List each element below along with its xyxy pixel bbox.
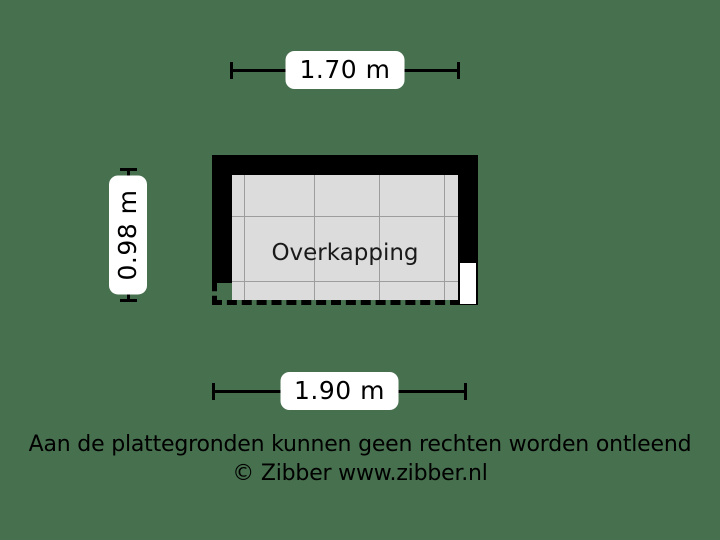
room-floor: Overkapping [232,175,458,300]
dimension-bottom-cap-left [212,383,215,400]
open-edge-bottom [212,300,460,305]
footer-copyright: © Zibber www.zibber.nl [232,461,488,486]
dimension-top-label: 1.70 m [285,51,405,89]
room-outline: Overkapping [212,155,478,305]
wall-top [212,155,478,175]
dimension-top-cap-left [230,62,233,79]
footer-disclaimer: Aan de plattegronden kunnen geen rechten… [28,432,692,457]
dimension-left-label: 0.98 m [109,175,147,295]
dimension-bottom: 1.90 m [212,372,467,410]
room-name-label: Overkapping [271,240,419,266]
dimension-top-cap-right [457,62,460,79]
grid-line-vertical [314,175,315,300]
dimension-bottom-cap-right [464,383,467,400]
grid-line-horizontal [232,281,458,282]
dimension-top: 1.70 m [230,51,460,89]
dimension-left-cap-bottom [120,299,137,302]
support-post-icon [459,262,477,305]
grid-line-vertical [244,175,245,300]
grid-line-horizontal [232,216,458,217]
footer: Aan de plattegronden kunnen geen rechten… [0,430,720,488]
dimension-bottom-label: 1.90 m [280,372,399,410]
dimension-left: 0.98 m [109,168,147,302]
wall-left [212,155,232,283]
dimension-left-cap-top [120,168,137,171]
open-edge-left [212,282,217,305]
grid-line-vertical [379,175,380,300]
grid-line-vertical [444,175,445,300]
